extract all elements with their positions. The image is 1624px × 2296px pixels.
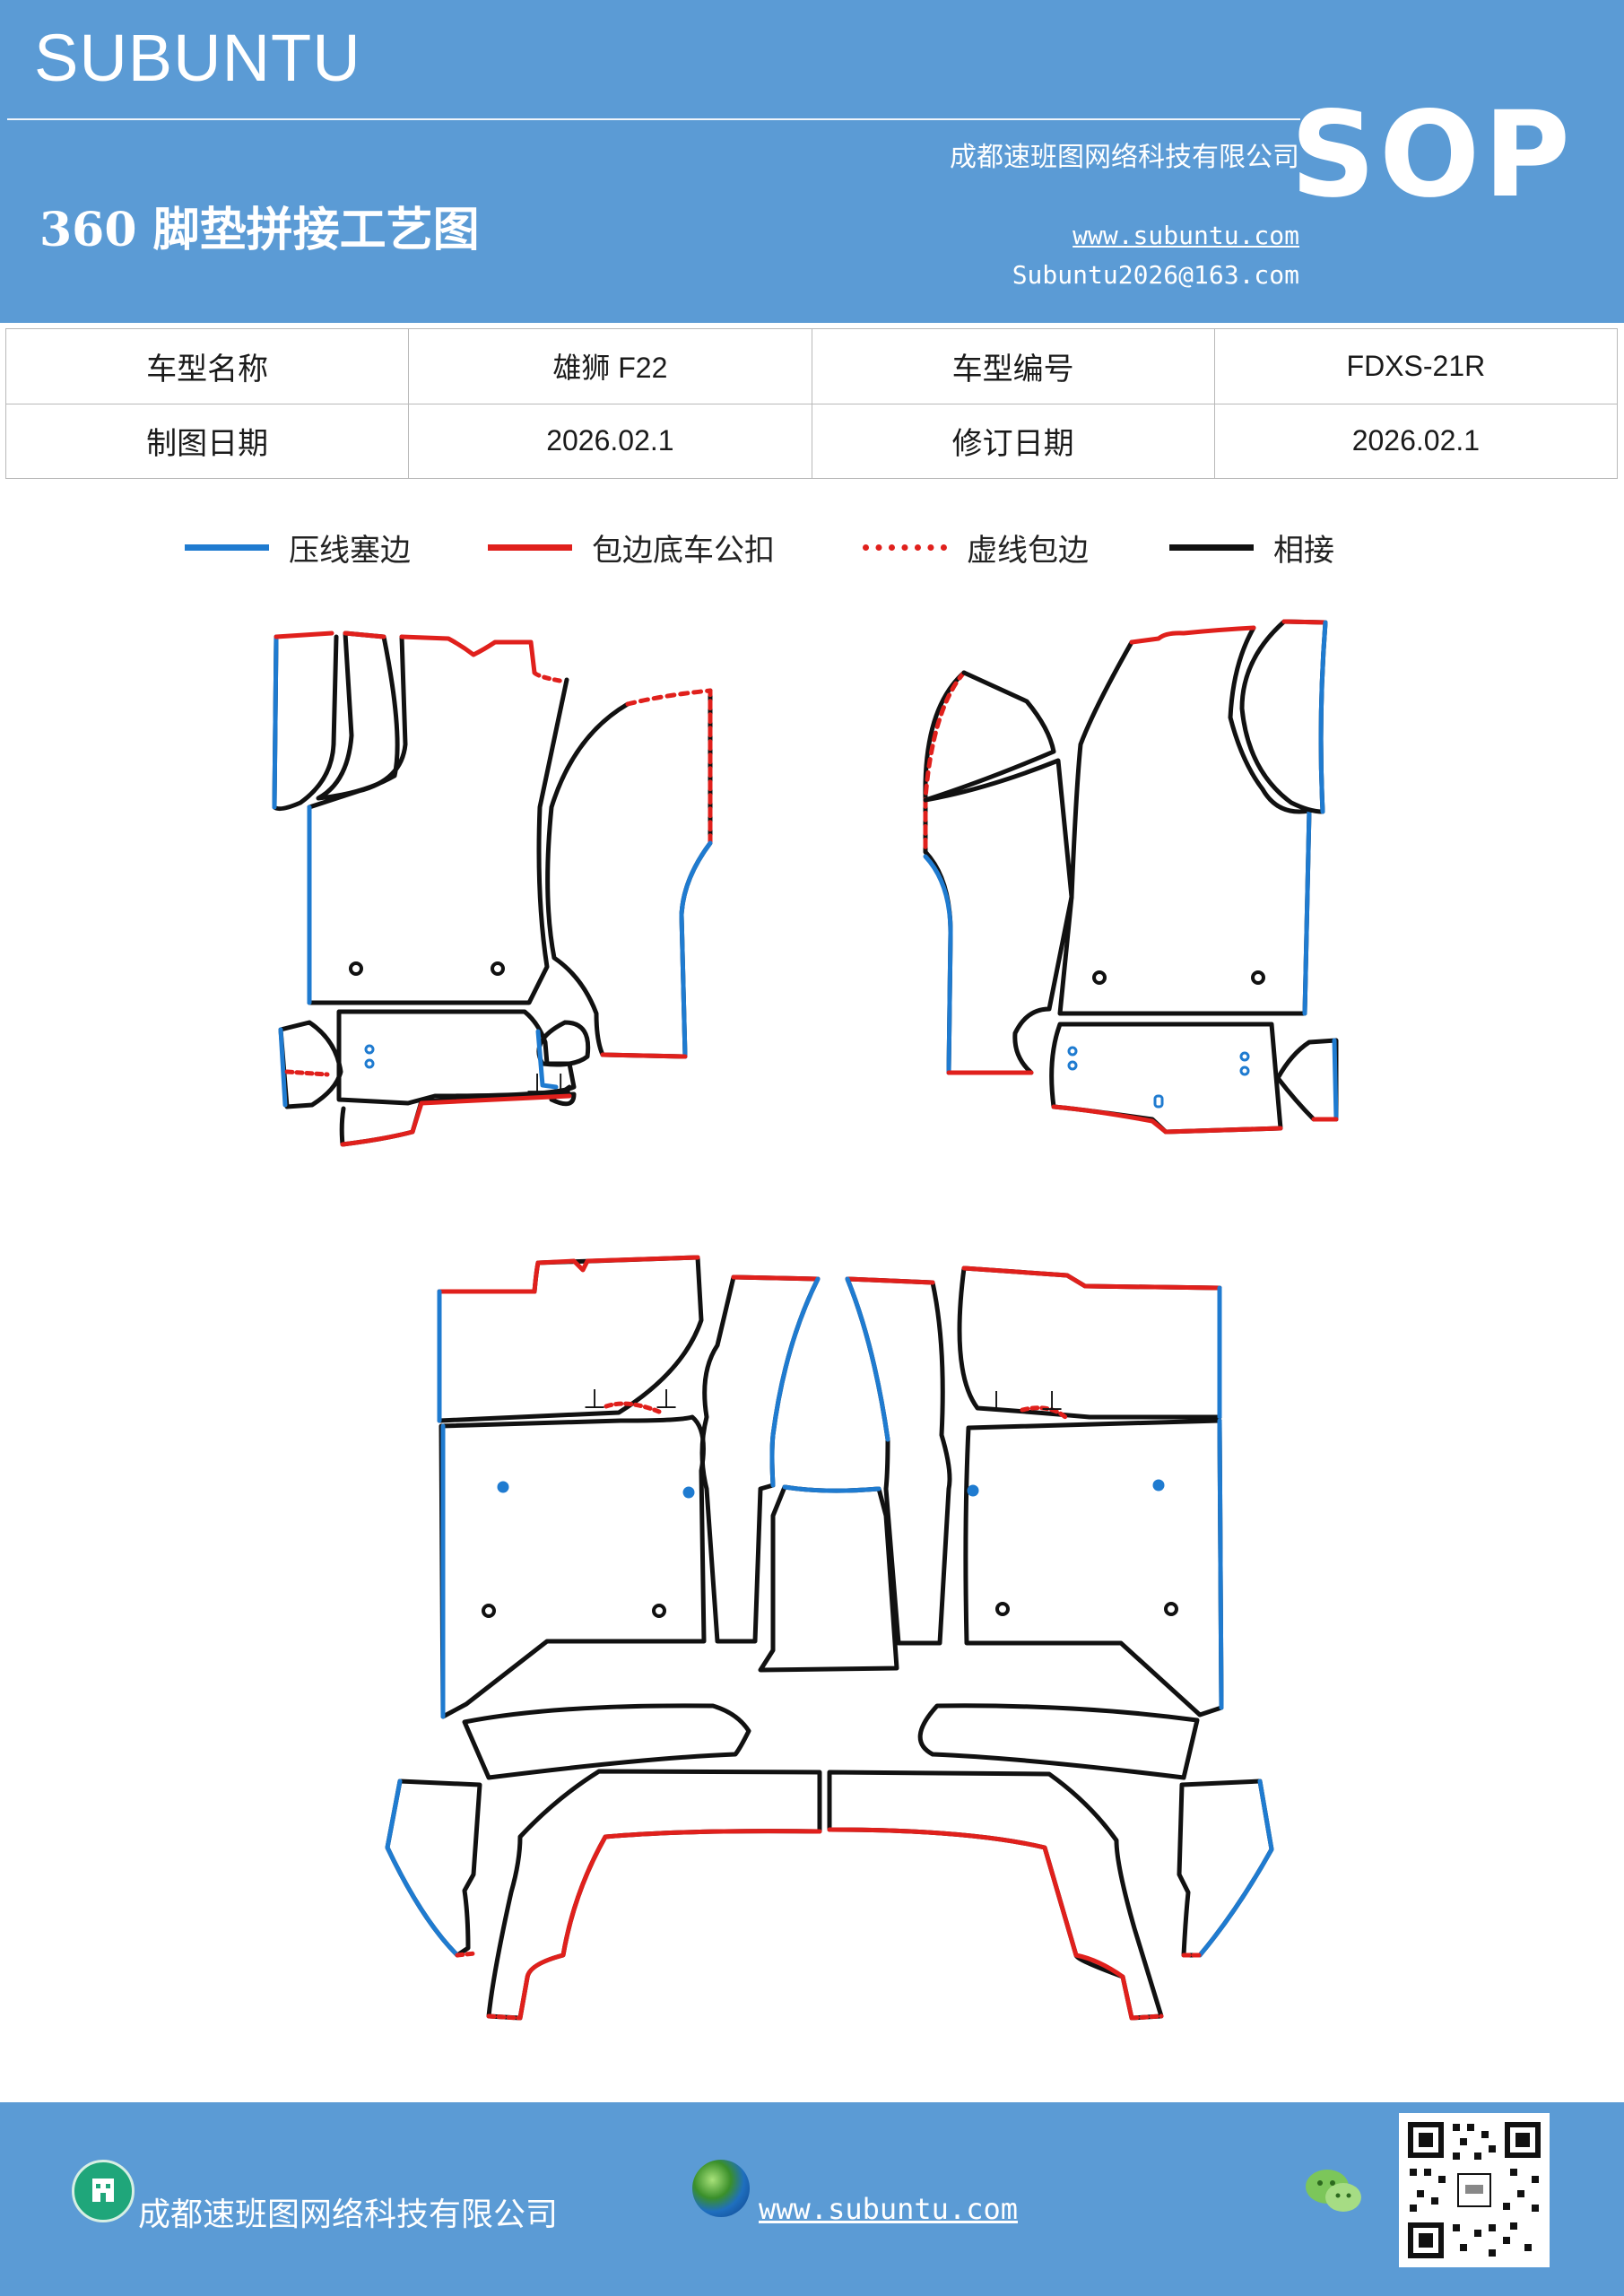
- legend-label: 相接: [1273, 532, 1334, 569]
- legend-label: 压线塞边: [289, 532, 411, 569]
- footer-website-link[interactable]: www.subuntu.com: [759, 2192, 1018, 2226]
- piece-rear-right-channel: [845, 1276, 952, 1646]
- piece-left-bottom-strip: [339, 1084, 577, 1147]
- legend-swatch: [863, 544, 947, 551]
- piece-rear-right-main: [963, 1418, 1224, 1718]
- piece-right-heel-pad: [1049, 1022, 1283, 1135]
- piece-rear-right-upper: ⊥ ⊥: [957, 1265, 1222, 1420]
- piece-rear-right-crossbar: [917, 1703, 1200, 1780]
- globe-icon: [692, 2160, 750, 2217]
- footer-company: 成都速班图网络科技有限公司: [138, 2196, 559, 2233]
- piece-left-small-tab: [278, 1020, 343, 1109]
- legend-item-red-dotted: 虚线包边: [863, 520, 1089, 574]
- page-title: 360 脚垫拼接工艺图: [39, 203, 480, 257]
- table-cell: FDXS-21R: [1213, 328, 1619, 404]
- info-table: 车型名称 雄狮 F22 车型编号 FDXS-21R 制图日期 2026.02.1…: [4, 328, 1619, 479]
- legend-item-blue: 压线塞边: [185, 520, 411, 574]
- brand-name: SUBUNTU: [34, 21, 361, 95]
- piece-front-left-door-strip: [272, 631, 339, 812]
- legend-item-red: 包边底车公扣: [488, 520, 775, 574]
- website-link[interactable]: www.subuntu.com: [1073, 221, 1299, 250]
- svg-text:⊥: ⊥: [1040, 1386, 1064, 1417]
- hole-marker: [491, 961, 505, 976]
- piece-rear-left-lower: [486, 1769, 822, 2021]
- piece-rear-left-upper: ⊥ ⊥: [437, 1255, 704, 1423]
- piece-driver-mat: [307, 634, 569, 1005]
- piece-rear-left-outer: [385, 1779, 482, 1958]
- piece-passenger-mat: [1057, 625, 1312, 1016]
- piece-right-side-tunnel: [923, 670, 1074, 1075]
- piece-front-left-pillar: [316, 631, 400, 801]
- table-cell: 制图日期: [4, 403, 410, 479]
- table-cell: 车型编号: [811, 328, 1215, 404]
- svg-text:⊥: ⊥: [583, 1384, 606, 1415]
- company-name: 成都速班图网络科技有限公司: [950, 142, 1299, 173]
- wechat-icon[interactable]: [1304, 2167, 1363, 2217]
- piece-right-pillar: [1239, 619, 1328, 814]
- hole-marker: [1164, 1602, 1178, 1616]
- piece-left-side-tunnel: [545, 688, 713, 1059]
- piece-right-small-tab: [1275, 1038, 1339, 1122]
- table-cell: 2026.02.1: [408, 403, 812, 479]
- header-banner: SUBUNTU 成都速班图网络科技有限公司 360 脚垫拼接工艺图 www.su…: [0, 0, 1624, 323]
- legend-item-black: 相接: [1169, 520, 1334, 574]
- footer-banner: 成都速班图网络科技有限公司 www.subuntu.com: [0, 2102, 1624, 2296]
- table-row: 车型名称 雄狮 F22 车型编号 FDXS-21R: [4, 328, 1619, 404]
- legend-swatch: [488, 544, 572, 551]
- email-address: Subuntu2026@163.com: [1012, 260, 1299, 290]
- piece-rear-right-lower: [827, 1770, 1164, 2021]
- svg-text:⊥: ⊥: [985, 1386, 1008, 1417]
- sop-badge: SOP: [1290, 86, 1574, 224]
- piece-rear-left-channel: [699, 1274, 821, 1644]
- table-cell: 雄狮 F22: [408, 328, 812, 404]
- piece-left-heel-pad: ⊥⊥: [336, 1009, 591, 1106]
- hole-marker: [1251, 970, 1265, 985]
- table-row: 制图日期 2026.02.1 修订日期 2026.02.1: [4, 403, 1619, 479]
- piece-rear-left-crossbar: [462, 1703, 751, 1780]
- table-cell: 2026.02.1: [1213, 403, 1619, 479]
- piece-rear-center-tunnel: [758, 1484, 899, 1673]
- hole-marker: [995, 1602, 1010, 1616]
- hole-marker: [1092, 970, 1107, 985]
- legend-swatch: [185, 544, 269, 551]
- company-icon: [72, 2160, 135, 2222]
- legend-swatch: [1169, 544, 1254, 551]
- svg-text:⊥: ⊥: [655, 1384, 678, 1415]
- legend-label: 虚线包边: [967, 532, 1089, 569]
- piece-rear-right-outer: [1177, 1779, 1274, 1958]
- hole-marker: [652, 1604, 666, 1618]
- header-divider: [7, 118, 1300, 120]
- table-cell: 修订日期: [811, 403, 1215, 479]
- table-cell: 车型名称: [4, 328, 410, 404]
- hole-marker: [482, 1604, 496, 1618]
- piece-rear-left-main: [439, 1414, 707, 1719]
- hole-marker: [349, 961, 363, 976]
- qr-code: [1399, 2113, 1550, 2267]
- legend-label: 包边底车公扣: [592, 532, 775, 569]
